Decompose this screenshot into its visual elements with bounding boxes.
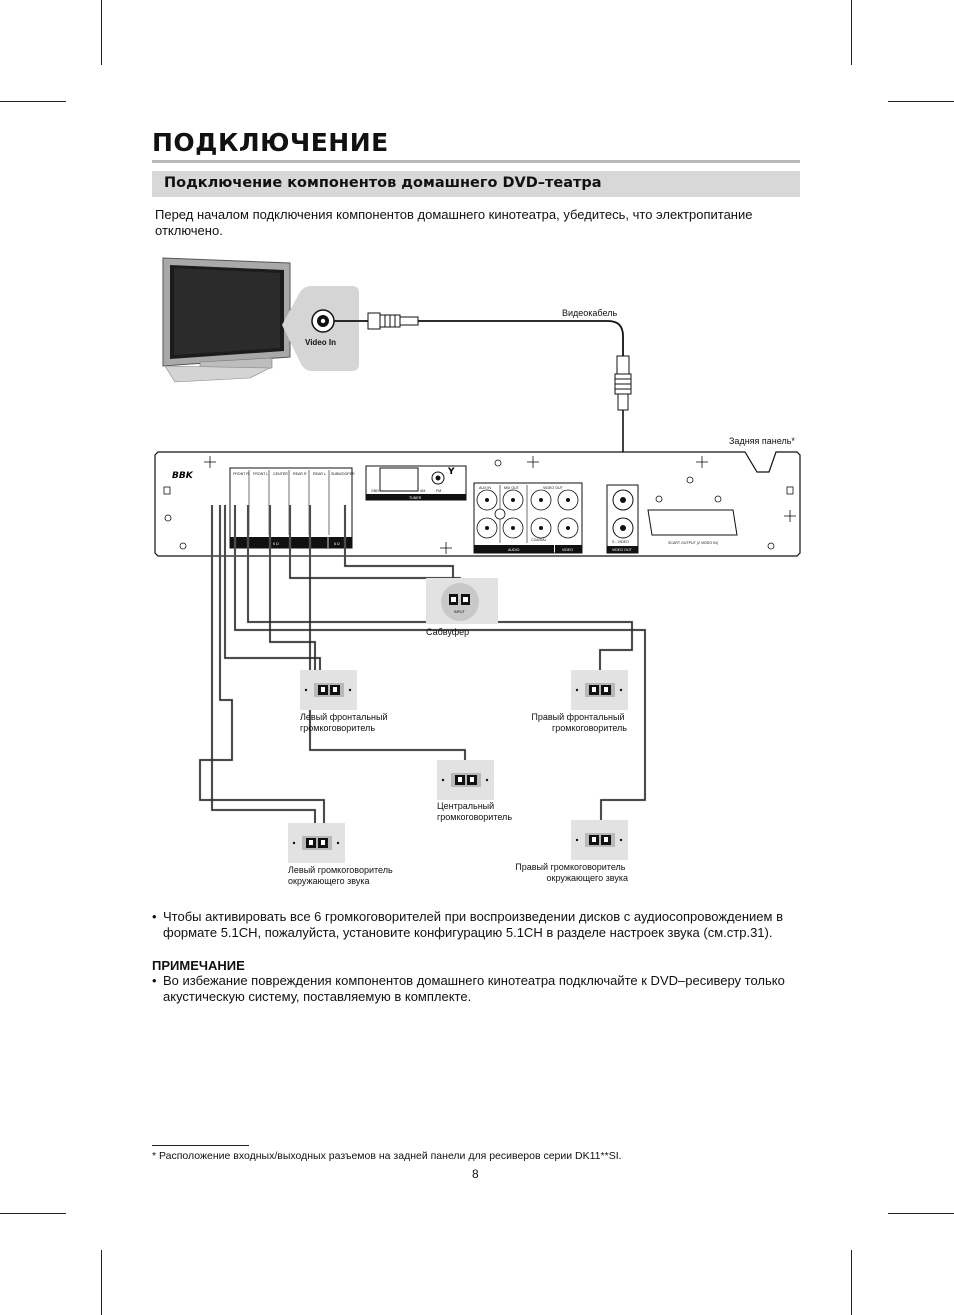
speaker-terminal-surround-right: [571, 820, 628, 860]
footnote: * Расположение входных/выходных разъемов…: [152, 1150, 622, 1162]
surround-right-label: Правый громкоговоритель окружающего звук…: [515, 862, 628, 883]
crop-mark: [851, 0, 852, 65]
svg-text:AUX IN: AUX IN: [479, 486, 491, 490]
bullet-item: • Во избежание повреждения компонентов д…: [152, 973, 812, 1005]
bullet-text: Во избежание повреждения компонентов дом…: [163, 973, 785, 1004]
screw-icons: [164, 459, 775, 550]
video-cable: [334, 312, 632, 500]
brand-logo: BBK: [172, 471, 194, 481]
note-heading: ПРИМЕЧАНИЕ: [152, 958, 245, 973]
svg-text:INPUT: INPUT: [454, 610, 466, 614]
subwoofer-terminal: INPUT: [426, 578, 498, 624]
tv-icon: [162, 257, 291, 383]
svg-text:CENTER: CENTER: [273, 472, 288, 476]
svg-text:Y: Y: [447, 467, 455, 477]
svg-text:FM: FM: [436, 489, 441, 493]
cable-label: Видеокабель: [562, 308, 617, 318]
bullet-text: Чтобы активировать все 6 громкоговорител…: [163, 909, 783, 940]
svg-text:FRONT R: FRONT R: [233, 472, 249, 476]
surround-left-label: Левый громкоговоритель окружающего звука: [288, 865, 395, 886]
page-title: ПОДКЛЮЧЕНИЕ: [152, 128, 389, 157]
crop-mark: [0, 1213, 66, 1214]
center-label: Центральный громкоговоритель: [437, 801, 512, 822]
section-header: Подключение компонентов домашнего DVD–те…: [152, 171, 800, 197]
svg-text:VIDEO OUT: VIDEO OUT: [543, 486, 564, 490]
footnote-rule: [152, 1145, 249, 1146]
title-underline: [152, 160, 800, 163]
crosshair-icons: [204, 456, 796, 554]
front-left-label: Левый фронтальный громкоговоритель: [300, 712, 390, 733]
section-title: Подключение компонентов домашнего DVD–те…: [164, 175, 602, 191]
front-right-label: Правый фронтальный громкоговоритель: [531, 712, 627, 733]
page-number: 8: [472, 1167, 479, 1181]
svg-text:AM: AM: [420, 489, 425, 493]
speaker-terminal-front-right: [571, 670, 628, 710]
crop-mark: [0, 101, 66, 102]
speaker-terminal-surround-left: [288, 823, 345, 863]
svg-text:VIDEO: VIDEO: [562, 548, 573, 552]
connection-diagram: Video In Видеокабель Задняя панель* BBK: [154, 257, 801, 886]
svg-text:SUBWOOFER: SUBWOOFER: [331, 472, 355, 476]
subwoofer-label: Сабвуфер: [426, 627, 469, 637]
svg-text:COAXIAL: COAXIAL: [531, 538, 547, 542]
speaker-terminal-front-left: [300, 670, 357, 710]
svg-text:6 Ω: 6 Ω: [273, 542, 279, 546]
speaker-terminal-center: [437, 760, 494, 800]
rear-panel-label: Задняя панель*: [729, 436, 795, 446]
svg-text:TUNER: TUNER: [409, 496, 422, 500]
crop-mark: [101, 0, 102, 65]
rear-panel: BBK 6 Ω 6 Ω FRONT R FRONT L CE: [154, 451, 801, 557]
crop-mark: [888, 101, 954, 102]
svg-text:SCART OUTPUT (2 VIDEO IN): SCART OUTPUT (2 VIDEO IN): [668, 541, 718, 545]
crop-mark: [888, 1213, 954, 1214]
svg-text:GND: GND: [371, 489, 379, 493]
svg-text:AUDIO: AUDIO: [508, 548, 520, 552]
bullet-item: • Чтобы активировать все 6 громкоговорит…: [152, 909, 812, 941]
svg-text:S - VIDEO: S - VIDEO: [612, 540, 629, 544]
svg-text:FRONT L: FRONT L: [253, 472, 268, 476]
svg-text:6 Ω: 6 Ω: [334, 542, 340, 546]
intro-text: Перед началом подключения компонентов до…: [155, 207, 753, 238]
video-in-label: Video In: [305, 338, 336, 347]
svg-text:REAR L: REAR L: [313, 472, 326, 476]
crop-mark: [851, 1250, 852, 1315]
crop-mark: [101, 1250, 102, 1315]
svg-text:VIDEO OUT: VIDEO OUT: [612, 548, 633, 552]
svg-text:MIX OUT: MIX OUT: [504, 486, 520, 490]
svg-text:REAR R: REAR R: [293, 472, 307, 476]
